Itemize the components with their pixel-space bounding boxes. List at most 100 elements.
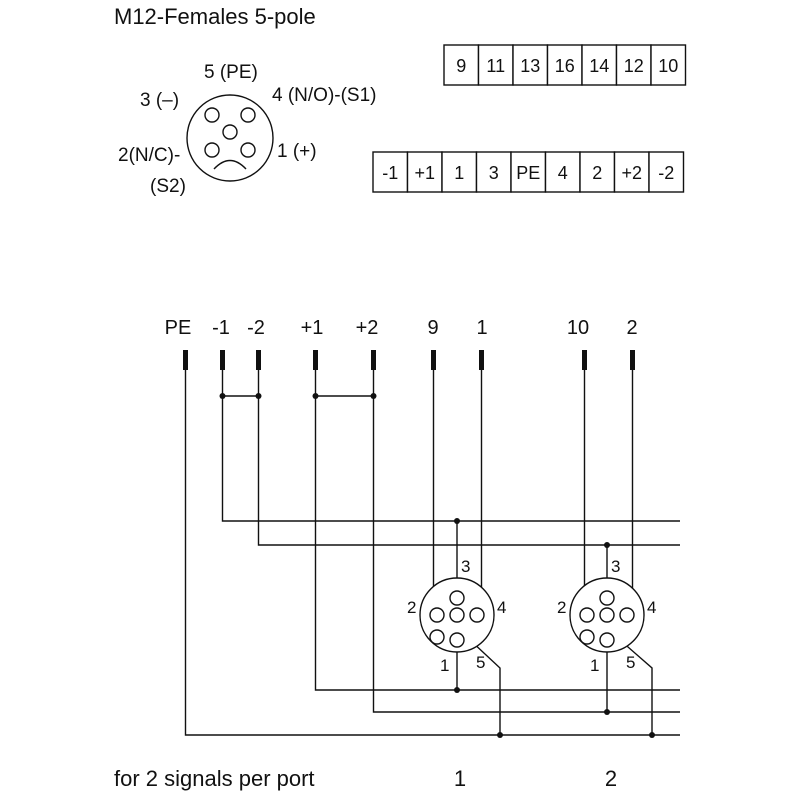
terminal-cell-box <box>441 151 478 193</box>
terminal-label-9: 9 <box>427 317 438 339</box>
port1-pin3 <box>449 590 465 606</box>
connector-outline <box>186 94 274 182</box>
terminal-cell-label: -2 <box>658 163 674 183</box>
terminal-cell-label: 4 <box>558 163 568 183</box>
wire-pe <box>184 370 680 736</box>
port1-label-3: 3 <box>461 557 470 576</box>
junction <box>497 732 503 738</box>
connector-pin-4 <box>240 107 256 123</box>
terminal-cell-box <box>372 151 409 193</box>
connector-pin-3 <box>204 107 220 123</box>
terminal-cell-label: 2 <box>592 163 602 183</box>
footer-caption: for 2 signals per port <box>114 766 315 791</box>
connector-pin-5 <box>222 124 238 140</box>
terminal-label-10: 10 <box>567 317 589 339</box>
post-pe <box>183 350 188 370</box>
port1-label-4: 4 <box>497 598 506 617</box>
wire-plus2 <box>372 370 680 713</box>
post-plus2 <box>371 350 376 370</box>
terminal-cell-label: 14 <box>589 56 609 76</box>
pin-label-2-line2: (S2) <box>150 176 186 197</box>
terminal-cell-label: 13 <box>520 56 540 76</box>
terminal-cell-box <box>615 44 652 86</box>
terminal-cell-label: +1 <box>414 163 435 183</box>
terminal-cell: -1 <box>372 151 409 193</box>
footer-port-2: 2 <box>605 766 617 791</box>
terminal-cell: -2 <box>648 151 685 193</box>
terminal-cell-box <box>546 44 583 86</box>
pin-label-3: 3 (–) <box>140 90 179 111</box>
port2-label-2: 2 <box>557 598 566 617</box>
junction <box>604 542 610 548</box>
terminal-cell-box <box>443 44 480 86</box>
terminal-cell: 4 <box>544 151 581 193</box>
terminal-cell: 16 <box>546 44 583 86</box>
terminal-cell: 1 <box>441 151 478 193</box>
port1-pin2 <box>429 607 445 623</box>
terminal-cell-label: -1 <box>382 163 398 183</box>
junction <box>454 518 460 524</box>
terminal-cell-box <box>544 151 581 193</box>
connector-pin-1 <box>240 142 256 158</box>
port2-pin4 <box>619 607 635 623</box>
terminal-cell: 14 <box>581 44 618 86</box>
junction <box>370 393 377 399</box>
terminal-cell-label: 12 <box>624 56 644 76</box>
terminal-cell: +2 <box>613 151 650 193</box>
pin-label-1: 1 (+) <box>277 141 317 162</box>
connector-face <box>186 94 274 182</box>
terminal-cell-box <box>650 44 687 86</box>
post-10 <box>582 350 587 370</box>
terminal-label-plus1: +1 <box>301 317 324 339</box>
terminal-label-2: 2 <box>626 317 637 339</box>
junction <box>604 709 610 715</box>
post-plus1 <box>313 350 318 370</box>
diagram-title: M12-Females 5-pole <box>114 4 316 29</box>
junction <box>312 393 319 399</box>
pin-label-4: 4 (N/O)-(S1) <box>272 85 377 106</box>
terminal-cell: 11 <box>477 44 514 86</box>
terminal-label-plus2: +2 <box>356 317 379 339</box>
port1-label-2: 2 <box>407 598 416 617</box>
port2-pin3 <box>599 590 615 606</box>
terminal-cell-label: PE <box>516 163 540 183</box>
post-1 <box>479 350 484 370</box>
junction <box>454 687 460 693</box>
port2-pin5 <box>599 607 615 623</box>
terminal-cell: PE <box>510 151 547 193</box>
port2-wire-pin5 <box>619 639 653 735</box>
terminal-cell-label: 1 <box>454 163 464 183</box>
port1-pin1 <box>449 632 465 648</box>
terminal-posts <box>183 350 635 370</box>
port1-pin5 <box>449 607 465 623</box>
port1-pin4 <box>469 607 485 623</box>
terminal-cell: 2 <box>579 151 616 193</box>
terminal-cell-box <box>648 151 685 193</box>
junction <box>219 393 226 399</box>
terminal-row-bottom: -1 +1 1 3 PE 4 2 +2 -2 <box>372 151 685 193</box>
wire-plus1 <box>314 370 680 691</box>
post-minus2 <box>256 350 261 370</box>
connector-key <box>213 159 247 170</box>
port2-label-5: 5 <box>626 653 635 672</box>
junction <box>649 732 655 738</box>
terminal-cell: 12 <box>615 44 652 86</box>
port2-label-4: 4 <box>647 598 656 617</box>
port-1-connector <box>419 577 495 653</box>
footer-port-1: 1 <box>454 766 466 791</box>
terminal-label-minus1: -1 <box>212 317 230 339</box>
terminal-cell-label: 3 <box>489 163 499 183</box>
port2-pin1 <box>599 632 615 648</box>
terminal-label-minus2: -2 <box>247 317 265 339</box>
terminal-row-top: 9 11 13 16 14 12 10 <box>443 44 687 86</box>
terminal-cell-label: 10 <box>658 56 678 76</box>
port1-pin-key <box>429 629 445 645</box>
terminal-cell-box <box>477 44 514 86</box>
pin-label-5: 5 (PE) <box>204 62 258 83</box>
terminal-cell-label: 9 <box>456 56 466 76</box>
terminal-cell-box <box>581 44 618 86</box>
terminal-cell: 13 <box>512 44 549 86</box>
port2-label-1: 1 <box>590 656 599 675</box>
terminal-cell-label: 16 <box>555 56 575 76</box>
